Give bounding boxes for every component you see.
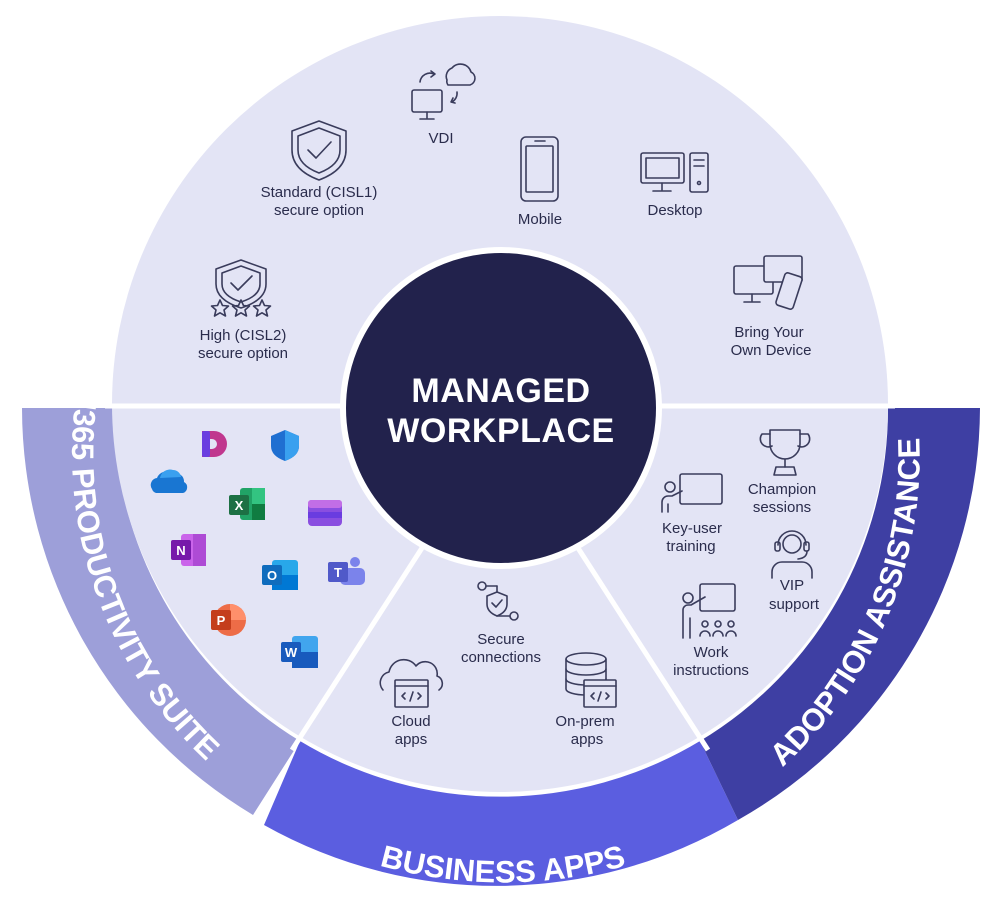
onprem-label-line1: On-prem <box>555 713 614 730</box>
classroom-icon <box>682 583 737 639</box>
byod-label-line1: Bring Your <box>734 324 803 341</box>
loop-icon <box>202 431 227 457</box>
trophy-icon <box>759 429 811 476</box>
cloud-label-line1: Cloud <box>391 713 430 730</box>
vdi-icon <box>411 63 476 120</box>
divider-right <box>557 518 711 752</box>
adoption-assistance-band <box>700 408 980 820</box>
svg-text:N: N <box>176 543 185 558</box>
keyuser-label-line2: training <box>666 538 715 555</box>
m365-band <box>22 408 300 815</box>
standard-label-line2: secure option <box>274 202 364 219</box>
shield-stars-icon <box>210 259 272 317</box>
champion-label-line2: sessions <box>753 499 811 516</box>
onenote-icon: N <box>171 534 206 566</box>
onprem-label-line2: apps <box>571 731 604 748</box>
byod-icon <box>733 255 803 310</box>
vip-label-line2: support <box>769 596 820 613</box>
svg-text:P: P <box>217 613 226 628</box>
work-label-line1: Work <box>694 644 729 661</box>
onedrive-icon <box>150 469 188 493</box>
powerpoint-icon: P <box>211 604 246 636</box>
word-icon: W <box>281 636 318 668</box>
shield-check-icon <box>291 120 347 181</box>
high-label-line1: High (CISL2) <box>200 327 287 344</box>
secure-label-line2: connections <box>461 649 541 666</box>
mobile-label: Mobile <box>518 211 562 228</box>
presenter-board-icon <box>661 473 723 513</box>
standard-label-line1: Standard (CISL1) <box>261 184 378 201</box>
server-code-icon <box>565 652 617 708</box>
keyuser-label-line1: Key-user <box>662 520 722 537</box>
cloud-label-line2: apps <box>395 731 428 748</box>
excel-icon: X <box>229 488 265 520</box>
teams-icon: T <box>328 557 365 585</box>
cloud-code-icon <box>379 658 444 708</box>
champion-label-line1: Champion <box>748 481 816 498</box>
desktop-label: Desktop <box>647 202 702 219</box>
clipchamp-icon <box>308 500 342 526</box>
secure-connections-icon <box>477 581 519 621</box>
center-title-line2: WORKPLACE <box>387 412 614 450</box>
byod-label-line2: Own Device <box>731 342 812 359</box>
mobile-icon <box>520 136 559 202</box>
vip-label-line1: VIP <box>780 577 804 594</box>
defender-icon <box>271 430 299 461</box>
svg-text:X: X <box>235 498 244 513</box>
desktop-icon <box>640 152 709 193</box>
divider-left <box>289 518 443 752</box>
outlook-icon: O <box>262 560 298 590</box>
center-circle <box>340 247 662 569</box>
work-label-line2: instructions <box>673 662 749 679</box>
svg-text:W: W <box>285 645 298 660</box>
svg-text:O: O <box>267 568 277 583</box>
business-apps-band <box>264 741 738 886</box>
secure-label-line1: Secure <box>477 631 525 648</box>
svg-text:T: T <box>334 565 342 580</box>
high-label-line2: secure option <box>198 345 288 362</box>
headset-support-icon <box>771 530 813 579</box>
center-title-line1: MANAGED <box>411 372 590 410</box>
vdi-label: VDI <box>428 130 453 147</box>
